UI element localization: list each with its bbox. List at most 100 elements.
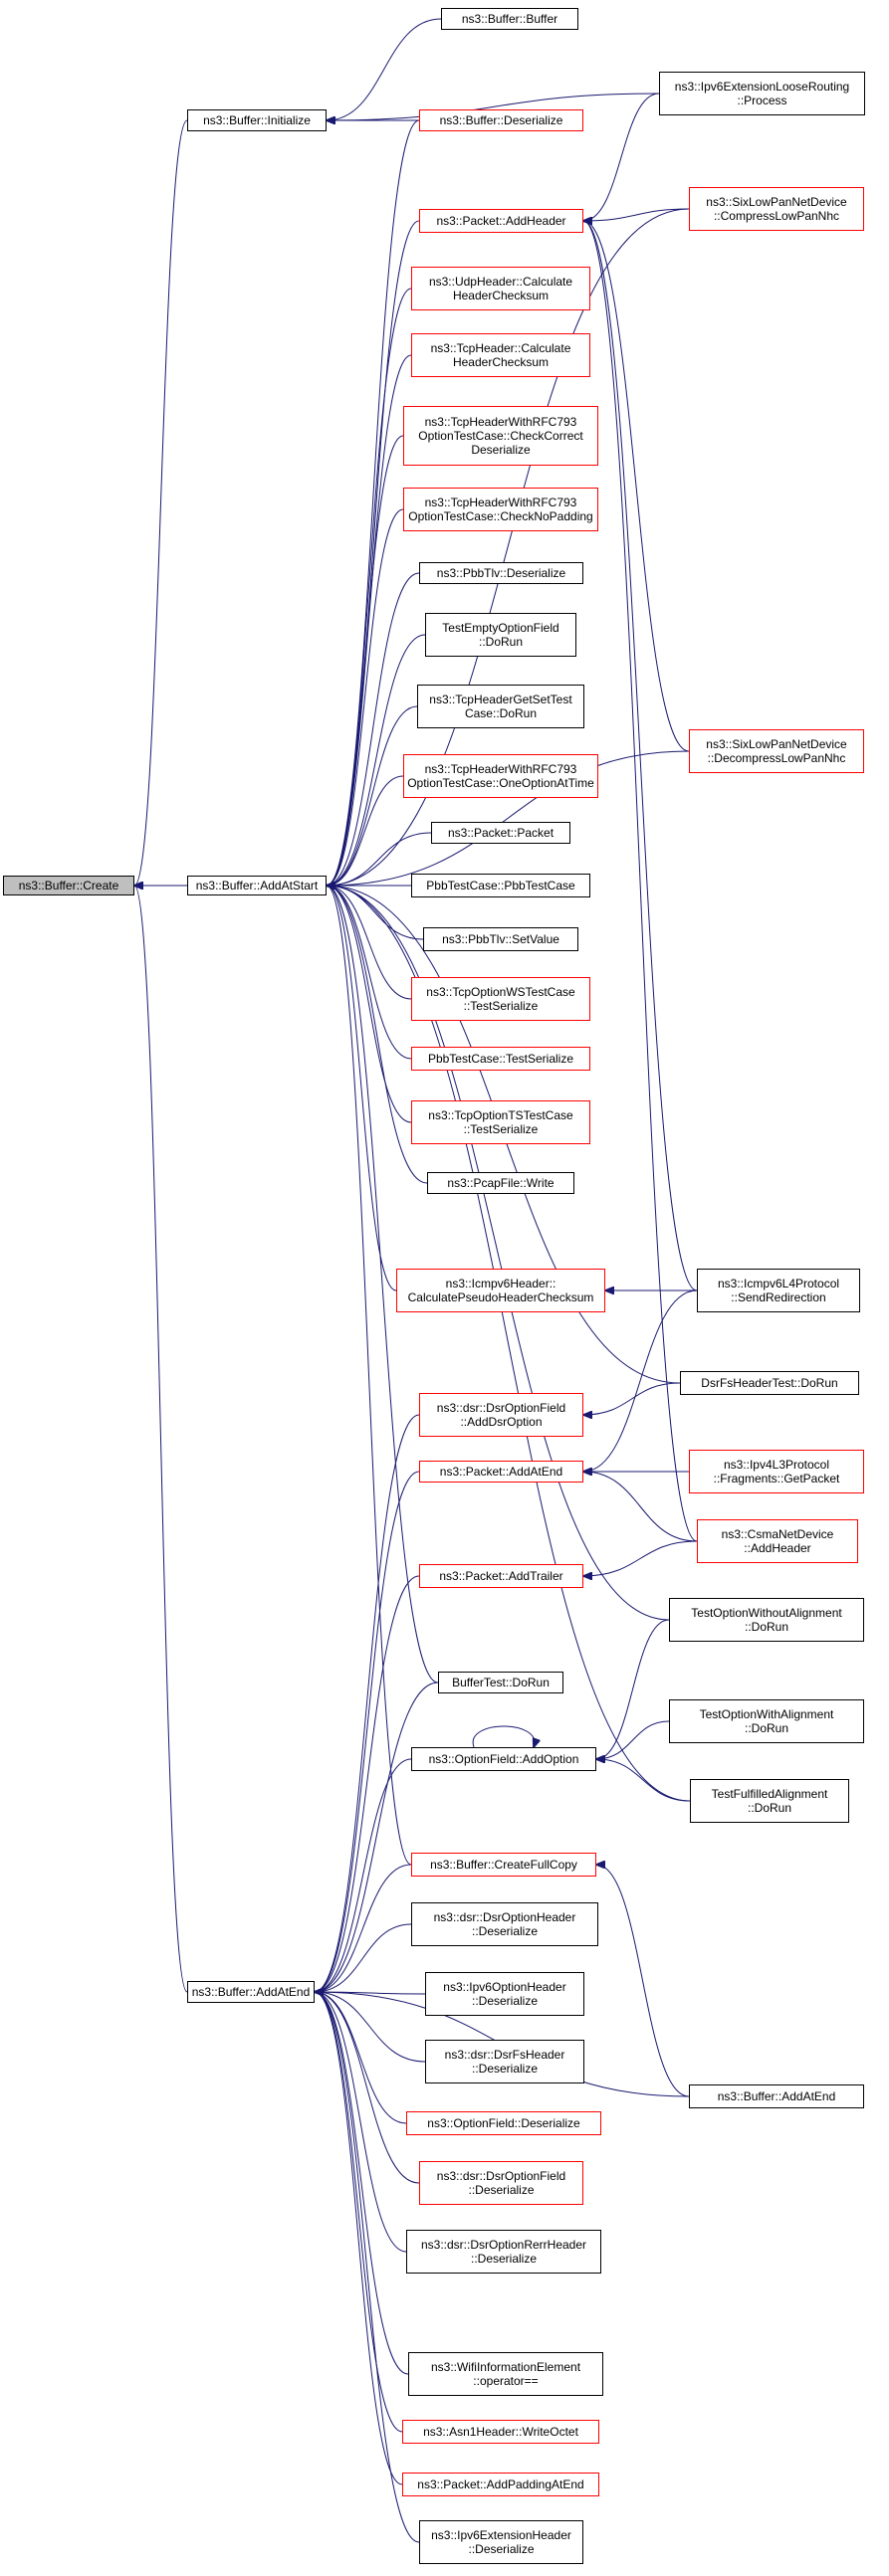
graph-node-addatend[interactable]: ns3::Buffer::AddAtEnd [187, 1981, 315, 2003]
graph-node-optaddopt[interactable]: ns3::OptionField::AddOption [411, 1747, 596, 1771]
graph-node-root[interactable]: ns3::Buffer::Create [3, 876, 134, 895]
graph-node-pbbtlv-deser[interactable]: ns3::PbbTlv::Deserialize [419, 562, 583, 584]
graph-node-label: ns3::dsr::DsrOptionHeader [433, 1910, 576, 1924]
graph-node-icmpv6calc[interactable]: ns3::Icmpv6Header::CalculatePseudoHeader… [396, 1269, 605, 1312]
graph-node-buffer-fullcopy[interactable]: ns3::Buffer::CreateFullCopy [411, 1853, 596, 1877]
graph-node-label: ::AddHeader [744, 1541, 811, 1555]
edge-icmpv6redir-to-pkt-addheader [583, 221, 698, 1291]
graph-node-sixlowcomp[interactable]: ns3::SixLowPanNetDevice::CompressLowPanN… [689, 187, 864, 231]
graph-node-label: TestOptionWithoutAlignment [691, 1606, 842, 1620]
graph-node-pbbtestser[interactable]: PbbTestCase::TestSerialize [411, 1047, 590, 1071]
graph-node-label: ::Process [737, 94, 787, 107]
edge-dsropthdr-to-addatend [315, 1923, 412, 1992]
graph-node-pbbtlv-setval[interactable]: ns3::PbbTlv::SetValue [423, 927, 578, 951]
edge-tcprfc-check-to-addatstart [327, 435, 404, 886]
graph-node-ipv6loose[interactable]: ns3::Ipv6ExtensionLooseRouting::Process [659, 72, 865, 115]
graph-node-buffer-addatend2[interactable]: ns3::Buffer::AddAtEnd [689, 2084, 864, 2108]
edge-testoptwith-to-optaddopt [596, 1720, 670, 1759]
graph-node-initialize[interactable]: ns3::Buffer::Initialize [187, 109, 327, 131]
graph-node-dsradd[interactable]: ns3::dsr::DsrOptionField::AddDsrOption [419, 1393, 583, 1437]
graph-node-wifiop[interactable]: ns3::WifiInformationElement::operator== [408, 2352, 603, 2396]
graph-node-label: ::DoRun [747, 1801, 792, 1815]
edge-tcpoptts-to-addatstart [327, 886, 412, 1123]
graph-node-addatstart[interactable]: ns3::Buffer::AddAtStart [187, 876, 327, 895]
graph-node-label: ns3::CsmaNetDevice [721, 1527, 834, 1541]
graph-node-testfulfilled[interactable]: TestFulfilledAlignment::DoRun [690, 1779, 849, 1823]
graph-node-label: ns3::Buffer::Buffer [461, 12, 558, 26]
edge-pbbtlv-deser-to-addatstart [327, 572, 420, 886]
graph-node-dsrfstest[interactable]: DsrFsHeaderTest::DoRun [680, 1371, 859, 1395]
edge-asn1-to-addatend [315, 1992, 403, 2433]
graph-node-label: ns3::TcpHeader::Calculate [430, 341, 571, 355]
graph-node-label: ::Deserialize [471, 1924, 539, 1938]
graph-node-ipv4frag[interactable]: ns3::Ipv4L3Protocol::Fragments::GetPacke… [689, 1450, 864, 1493]
graph-node-optfield-deser[interactable]: ns3::OptionField::Deserialize [406, 2111, 601, 2135]
graph-node-pkt-addatend[interactable]: ns3::Packet::AddAtEnd [419, 1461, 583, 1483]
graph-node-label: HeaderChecksum [452, 355, 550, 369]
edge-sixlowcomp-to-addatstart [327, 208, 690, 886]
edge-icmpv6calc-to-addatstart [327, 886, 397, 1291]
graph-node-label: BufferTest::DoRun [452, 1676, 550, 1689]
graph-node-asn1[interactable]: ns3::Asn1Header::WriteOctet [402, 2420, 599, 2444]
graph-node-testemptyopt[interactable]: TestEmptyOptionField::DoRun [425, 613, 576, 657]
graph-node-dsroptfield-deser[interactable]: ns3::dsr::DsrOptionField::Deserialize [419, 2161, 583, 2205]
graph-node-buffer-buffer[interactable]: ns3::Buffer::Buffer [441, 8, 578, 30]
edge-addatend-to-root [134, 886, 188, 1993]
graph-node-label: ::Deserialize [468, 2183, 535, 2197]
graph-node-label: PbbTestCase::TestSerialize [427, 1052, 574, 1066]
graph-node-label: ::CompressLowPanNhc [713, 209, 840, 223]
edge-pkt-padding-to-addatend [315, 1992, 403, 2485]
graph-node-label: Deserialize [471, 443, 531, 457]
graph-node-label: ns3::Asn1Header::WriteOctet [423, 2425, 578, 2439]
graph-node-icmpv6redir[interactable]: ns3::Icmpv6L4Protocol::SendRedirection [697, 1269, 860, 1312]
graph-node-pbbtestcase[interactable]: PbbTestCase::PbbTestCase [411, 874, 590, 897]
edge-icmpv6redir-to-pkt-addatend [583, 1289, 698, 1472]
edge-testoptwithout-to-addatstart [327, 886, 670, 1621]
graph-node-label: TestOptionWithAlignment [699, 1707, 834, 1721]
graph-node-sixlowdecomp[interactable]: ns3::SixLowPanNetDevice::DecompressLowPa… [689, 729, 864, 773]
graph-node-label: ::DoRun [744, 1620, 789, 1634]
graph-node-label: ns3::TcpOptionTSTestCase [428, 1108, 573, 1122]
graph-node-pkt-addtrailer[interactable]: ns3::Packet::AddTrailer [419, 1564, 583, 1588]
graph-node-pkt-packet[interactable]: ns3::Packet::Packet [431, 822, 570, 844]
graph-node-ipv6exthdr[interactable]: ns3::Ipv6ExtensionHeader::Deserialize [419, 2520, 583, 2564]
edge-udpcalc-to-addatstart [327, 288, 412, 886]
graph-node-label: DsrFsHeaderTest::DoRun [701, 1376, 838, 1390]
graph-node-buffer-deser[interactable]: ns3::Buffer::Deserialize [419, 109, 583, 131]
graph-node-label: ns3::OptionField::Deserialize [427, 2116, 580, 2130]
graph-node-label: TestEmptyOptionField [442, 621, 559, 635]
graph-node-csma[interactable]: ns3::CsmaNetDevice::AddHeader [697, 1519, 858, 1563]
graph-node-ipv6opthdr[interactable]: ns3::Ipv6OptionHeader::Deserialize [425, 1972, 584, 2016]
graph-node-label: ns3::TcpHeaderGetSetTest [429, 693, 572, 706]
edge-dsrfshdr-to-addatend [315, 1992, 426, 2063]
graph-node-label: ns3::OptionField::AddOption [428, 1752, 579, 1766]
graph-node-pkt-padding[interactable]: ns3::Packet::AddPaddingAtEnd [402, 2473, 599, 2496]
edge-sixlowdecomp-to-pkt-addheader [583, 221, 690, 752]
edge-sixlowdecomp-to-addatstart [327, 750, 690, 886]
graph-node-pkt-addheader[interactable]: ns3::Packet::AddHeader [419, 209, 583, 233]
edge-pcapwrite-to-addatstart [327, 886, 428, 1184]
graph-node-label: PbbTestCase::PbbTestCase [426, 879, 575, 892]
graph-node-label: TestFulfilledAlignment [711, 1787, 828, 1801]
graph-node-label: ns3::TcpOptionWSTestCase [426, 985, 575, 999]
graph-node-dsrrerr[interactable]: ns3::dsr::DsrOptionRerrHeader::Deseriali… [406, 2230, 601, 2274]
graph-node-testoptwith[interactable]: TestOptionWithAlignment::DoRun [669, 1699, 864, 1743]
graph-node-dsropthdr[interactable]: ns3::dsr::DsrOptionHeader::Deserialize [411, 1902, 598, 1946]
graph-node-tcpoptts[interactable]: ns3::TcpOptionTSTestCase::TestSerialize [411, 1100, 590, 1144]
graph-node-label: ::Deserialize [471, 1994, 539, 2008]
graph-node-buffertest[interactable]: BufferTest::DoRun [438, 1672, 563, 1693]
graph-node-testoptwithout[interactable]: TestOptionWithoutAlignment::DoRun [669, 1598, 864, 1642]
graph-node-dsrfshdr[interactable]: ns3::dsr::DsrFsHeader::Deserialize [425, 2040, 584, 2083]
graph-node-label: ::Deserialize [471, 2062, 539, 2076]
edge-wifiop-to-addatend [315, 1992, 409, 2375]
graph-node-pcapwrite[interactable]: ns3::PcapFile::Write [427, 1172, 574, 1194]
edge-buffer-addatend2-to-buffer-fullcopy [596, 1865, 690, 2097]
graph-node-tcpoptws[interactable]: ns3::TcpOptionWSTestCase::TestSerialize [411, 977, 590, 1021]
